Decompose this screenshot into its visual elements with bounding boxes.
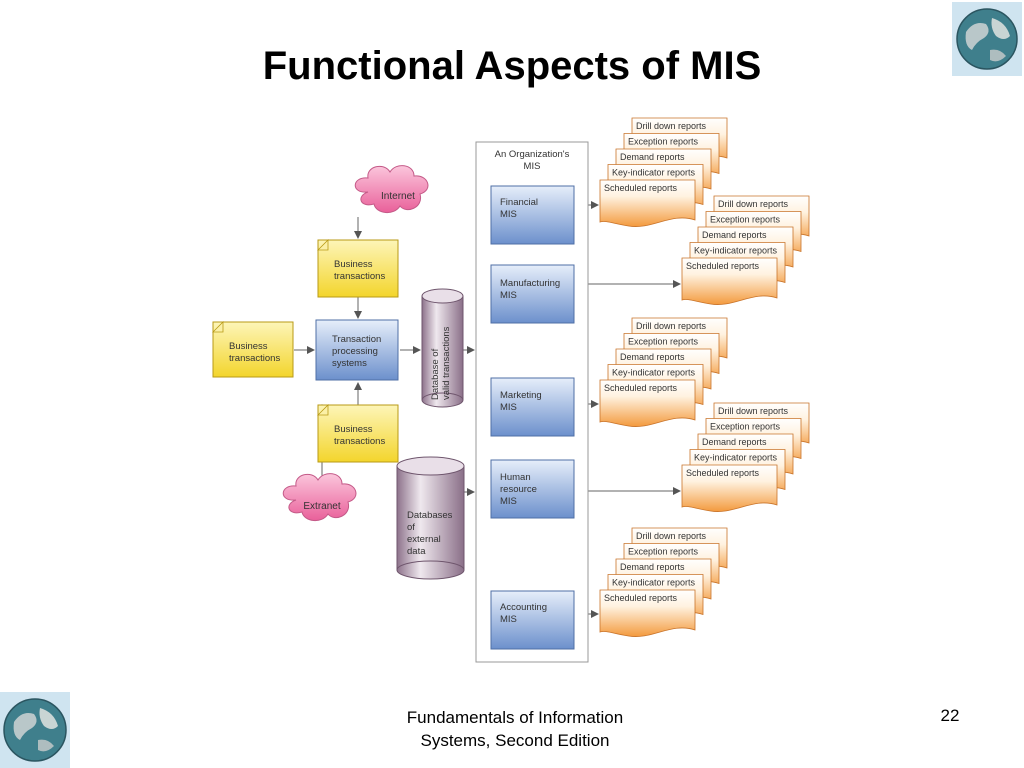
extranet-label: Extranet bbox=[303, 501, 340, 512]
report-title: Drill down reports bbox=[636, 531, 707, 541]
report-title: Exception reports bbox=[710, 215, 781, 225]
hr-mis-line2: resource bbox=[500, 484, 537, 495]
report-title: Key-indicator reports bbox=[694, 246, 778, 256]
business-top-line2: transactions bbox=[334, 271, 385, 282]
hr-mis-line3: MIS bbox=[500, 496, 517, 507]
report-title: Key-indicator reports bbox=[612, 168, 696, 178]
db-external-line2: of bbox=[407, 522, 415, 533]
business-bottom-line2: transactions bbox=[334, 436, 385, 447]
report-title: Key-indicator reports bbox=[612, 578, 696, 588]
globe-icon bbox=[0, 692, 70, 768]
business-bottom-line1: Business bbox=[334, 424, 373, 435]
report-page: Scheduled reports bbox=[681, 464, 778, 512]
tps-box: Transaction processing systems bbox=[315, 319, 399, 381]
db-external-line4: data bbox=[407, 546, 426, 557]
footer-line-1: Fundamentals of Information bbox=[406, 708, 624, 727]
business-transactions-left: Business transactions bbox=[212, 321, 294, 378]
report-title: Key-indicator reports bbox=[612, 368, 696, 378]
manufacturing-mis-line1: Manufacturing bbox=[500, 278, 560, 289]
report-title: Exception reports bbox=[710, 422, 781, 432]
db-valid-line2: valid transactions bbox=[441, 326, 452, 400]
report-title: Scheduled reports bbox=[686, 261, 760, 271]
db-valid-line1: Database of bbox=[430, 348, 441, 400]
manufacturing-mis-line2: MIS bbox=[500, 290, 517, 301]
financial-mis-box: Financial MIS bbox=[490, 185, 575, 245]
internet-cloud: Internet bbox=[354, 165, 429, 213]
accounting-mis-line2: MIS bbox=[500, 614, 517, 625]
report-title: Demand reports bbox=[702, 230, 767, 240]
page-number: 22 bbox=[940, 706, 960, 725]
report-title: Key-indicator reports bbox=[694, 453, 778, 463]
db-external-line1: Databases bbox=[407, 510, 453, 521]
marketing-mis-box: Marketing MIS bbox=[490, 377, 575, 437]
accounting-mis-line1: Accounting bbox=[500, 602, 547, 613]
report-title: Drill down reports bbox=[718, 199, 789, 209]
report-page: Scheduled reports bbox=[599, 379, 696, 427]
report-title: Demand reports bbox=[702, 437, 767, 447]
internet-label: Internet bbox=[381, 191, 415, 202]
mis-header-line1: An Organization's bbox=[495, 149, 570, 160]
accounting-mis-box: Accounting MIS bbox=[490, 590, 575, 650]
report-title: Scheduled reports bbox=[604, 383, 678, 393]
report-page: Scheduled reports bbox=[599, 179, 696, 227]
business-left-line2: transactions bbox=[229, 353, 280, 364]
tps-line2: processing bbox=[332, 346, 378, 357]
footer-line-2: Systems, Second Edition bbox=[420, 731, 610, 750]
organization-mis-panel: An Organization's MIS Financial MIS Manu… bbox=[475, 141, 589, 663]
report-title: Scheduled reports bbox=[604, 183, 678, 193]
report-page: Scheduled reports bbox=[599, 589, 696, 637]
business-top-line1: Business bbox=[334, 259, 373, 270]
report-title: Demand reports bbox=[620, 562, 685, 572]
database-valid-transactions: Database of valid transactions bbox=[421, 288, 464, 408]
manufacturing-mis-box: Manufacturing MIS bbox=[490, 264, 575, 324]
report-title: Drill down reports bbox=[636, 121, 707, 131]
report-title: Exception reports bbox=[628, 547, 699, 557]
report-title: Drill down reports bbox=[718, 406, 789, 416]
hr-mis-line1: Human bbox=[500, 472, 531, 483]
report-title: Demand reports bbox=[620, 352, 685, 362]
report-title: Exception reports bbox=[628, 137, 699, 147]
business-left-line1: Business bbox=[229, 341, 268, 352]
business-transactions-top: Business transactions bbox=[317, 239, 399, 298]
business-transactions-bottom: Business transactions bbox=[317, 404, 399, 463]
marketing-mis-line1: Marketing bbox=[500, 390, 542, 401]
report-title: Scheduled reports bbox=[604, 593, 678, 603]
marketing-mis-line2: MIS bbox=[500, 402, 517, 413]
slide-title: Functional Aspects of MIS bbox=[262, 44, 762, 88]
report-page: Scheduled reports bbox=[681, 257, 778, 305]
database-external-data: Databases of external data bbox=[396, 456, 465, 580]
human-resource-mis-box: Human resource MIS bbox=[490, 459, 575, 519]
report-title: Scheduled reports bbox=[686, 468, 760, 478]
footer-book-title: Fundamentals of Information Systems, Sec… bbox=[340, 706, 690, 752]
mis-header-line2: MIS bbox=[524, 161, 541, 172]
tps-line1: Transaction bbox=[332, 334, 381, 345]
report-title: Exception reports bbox=[628, 337, 699, 347]
extranet-cloud: Extranet bbox=[282, 473, 357, 521]
report-title: Demand reports bbox=[620, 152, 685, 162]
db-external-line3: external bbox=[407, 534, 441, 545]
tps-line3: systems bbox=[332, 358, 367, 369]
financial-mis-line2: MIS bbox=[500, 209, 517, 220]
financial-mis-line1: Financial bbox=[500, 197, 538, 208]
globe-icon bbox=[952, 2, 1022, 76]
report-title: Drill down reports bbox=[636, 321, 707, 331]
